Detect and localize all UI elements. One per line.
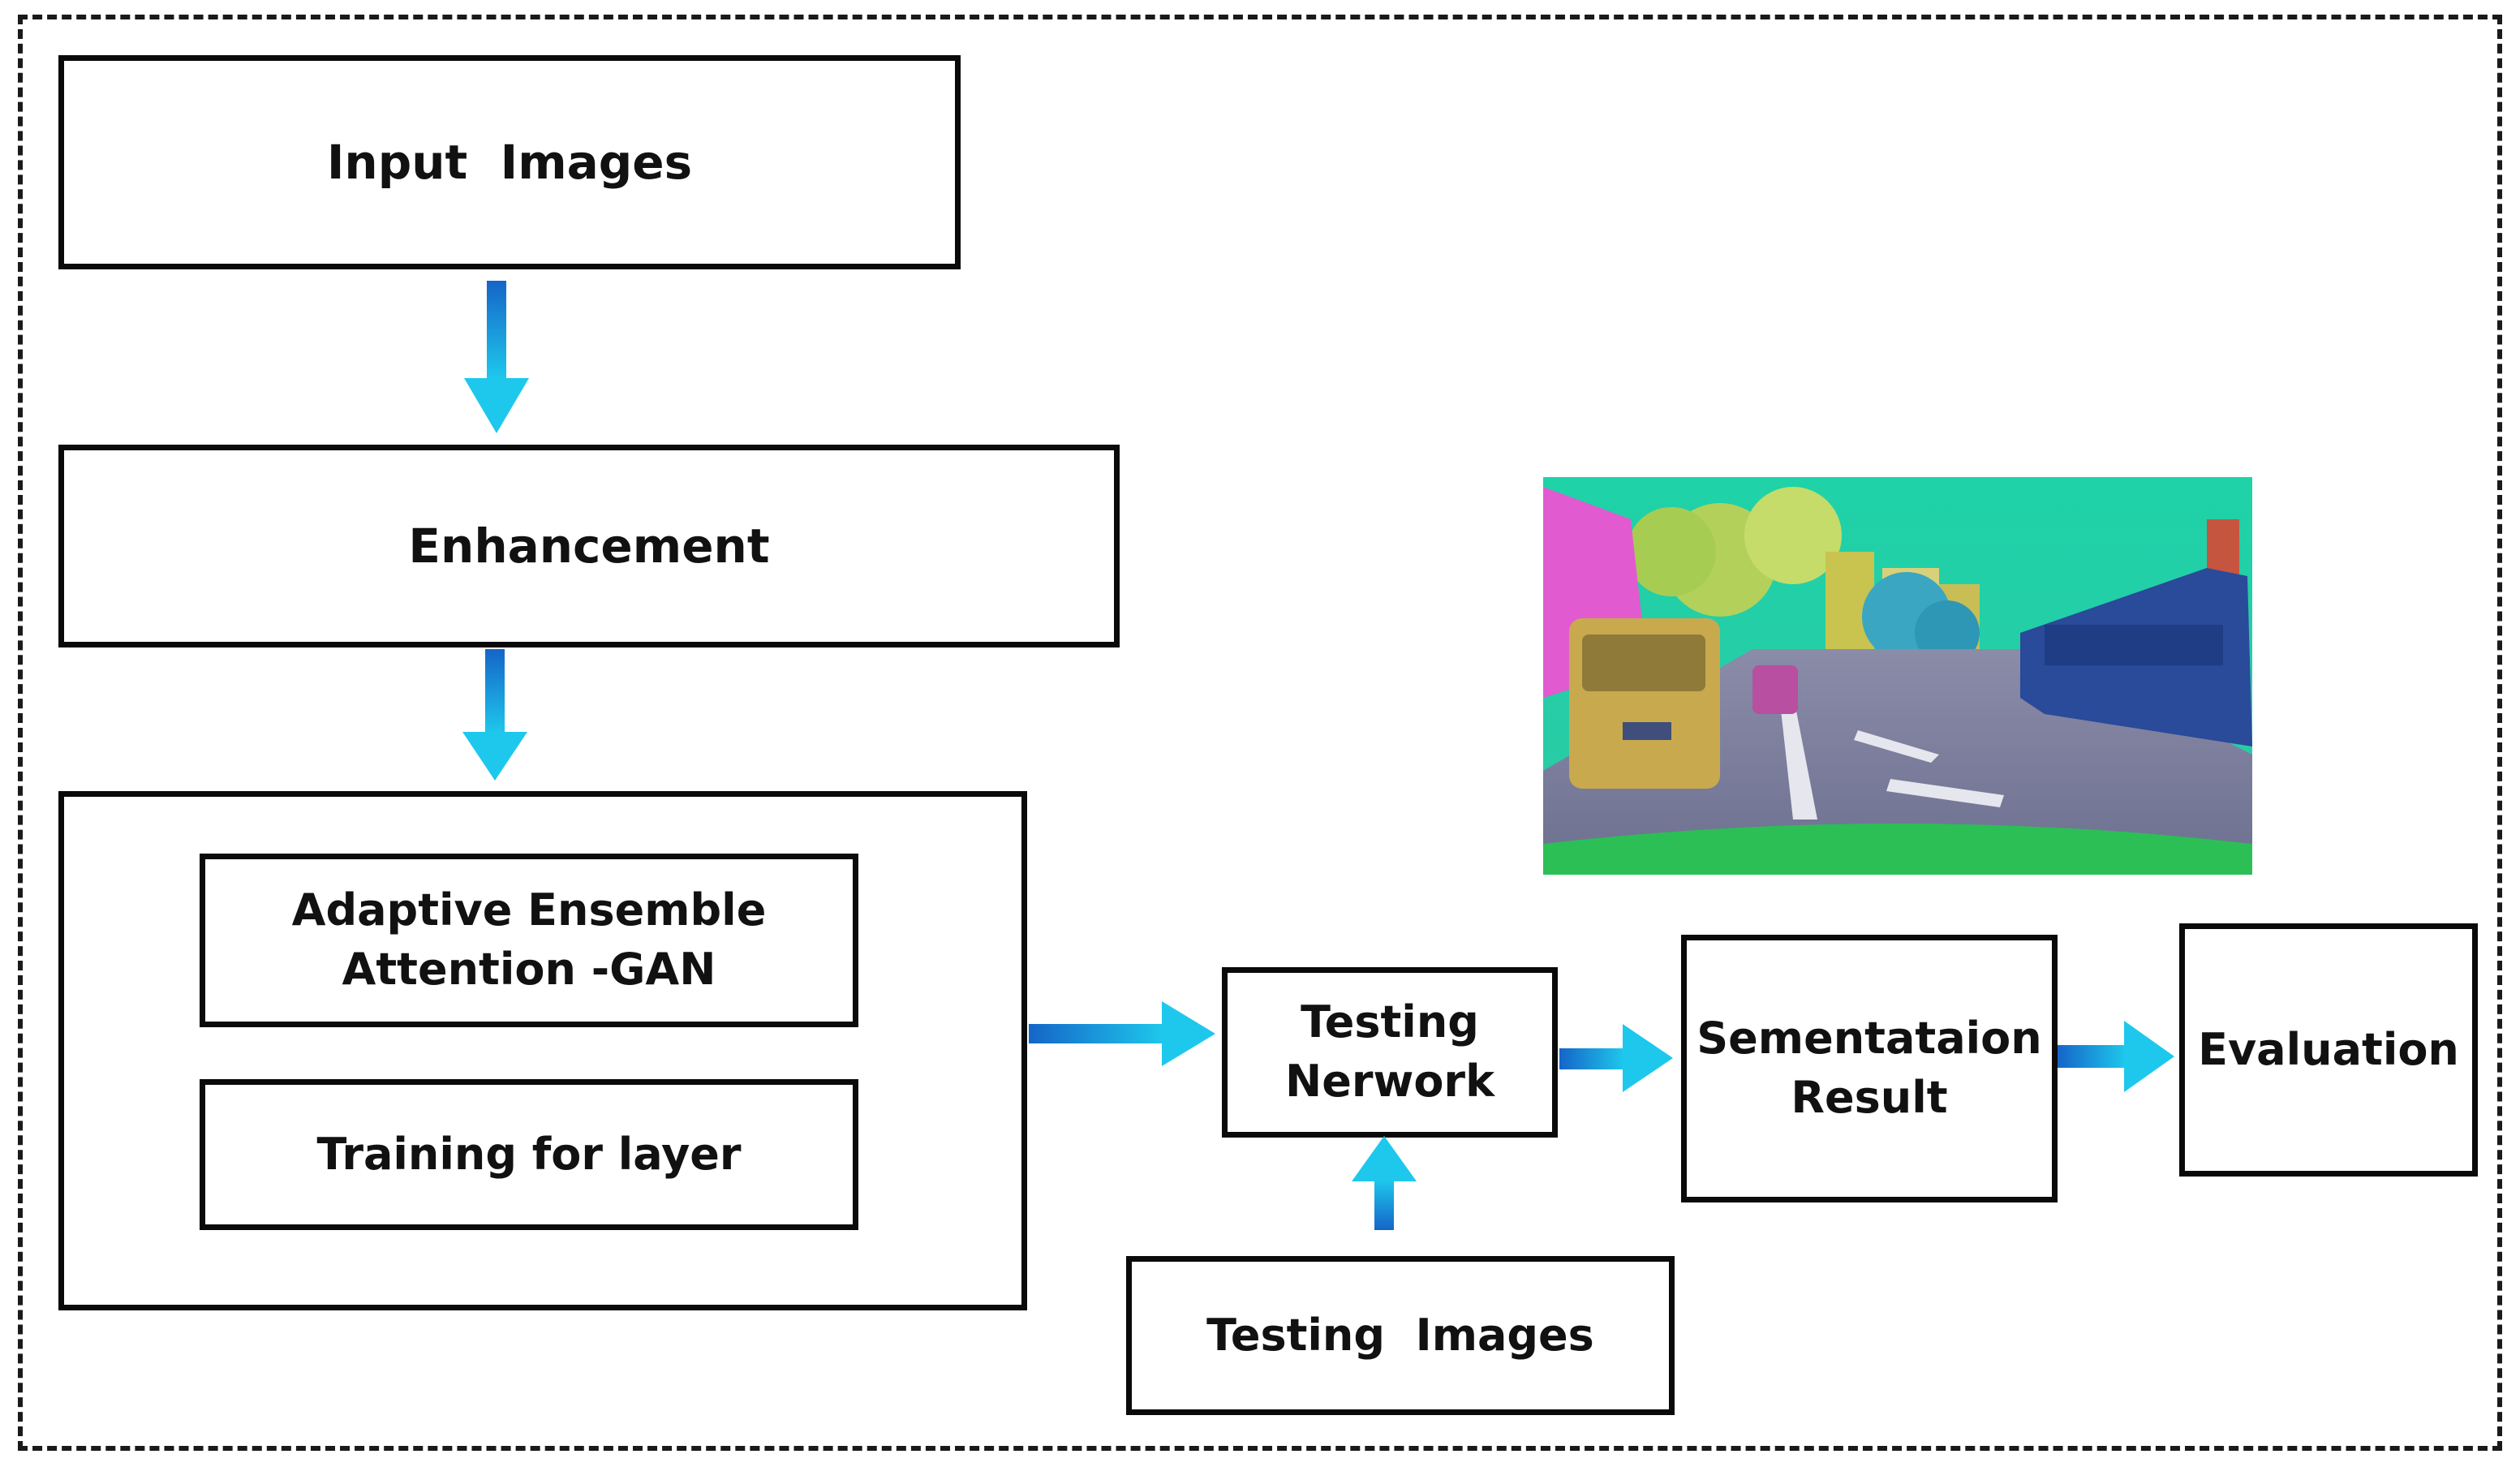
- dashed-outer-frame: [18, 15, 2502, 1451]
- input-images-box: Input Images: [58, 55, 961, 269]
- testing-network-line-1: Testing: [1301, 996, 1479, 1048]
- enhancement-label: Enhancement: [408, 518, 770, 574]
- arrow-network-to-segmentation: [1559, 1024, 1673, 1092]
- enhancement-box: Enhancement: [58, 445, 1120, 647]
- testing-network-line-2: Nerwork: [1285, 1056, 1494, 1107]
- segmentation-result-label: Sementataion Result: [1696, 1009, 2041, 1128]
- arrow-enhancement-to-gan: [462, 649, 527, 781]
- evaluation-box: Evaluation: [2179, 923, 2478, 1177]
- segmented-street-image: [1543, 477, 2252, 875]
- ensemble-attention-gan-label: Adaptive Ensemble Attention -GAN: [292, 881, 767, 1000]
- testing-network-label: Testing Nerwork: [1285, 993, 1494, 1112]
- testing-images-box: Testing Images: [1126, 1256, 1675, 1415]
- arrow-input-to-enhancement: [464, 281, 529, 433]
- ensemble-attention-gan-box: Adaptive Ensemble Attention -GAN: [200, 854, 858, 1027]
- evaluation-label: Evaluation: [2198, 1023, 2459, 1075]
- training-layer-label: Training for layer: [316, 1128, 742, 1180]
- ensemble-gan-line-1: Adaptive Ensemble: [291, 884, 767, 936]
- testing-network-box: Testing Nerwork: [1222, 967, 1558, 1138]
- ensemble-gan-line-2: Attention -GAN: [342, 944, 716, 995]
- arrow-testing-images-to-network: [1352, 1136, 1417, 1230]
- segmentation-result-box: Sementataion Result: [1681, 935, 2058, 1202]
- training-layer-box: Training for layer: [200, 1079, 858, 1230]
- segmentation-result-line-1: Sementataion: [1696, 1013, 2042, 1065]
- input-images-label: Input Images: [326, 134, 693, 190]
- testing-images-label: Testing Images: [1206, 1309, 1594, 1361]
- segmentation-result-line-2: Result: [1791, 1072, 1948, 1123]
- arrow-segmentation-to-evaluation: [2058, 1021, 2174, 1092]
- arrow-gan-to-testing-network: [1029, 1001, 1215, 1066]
